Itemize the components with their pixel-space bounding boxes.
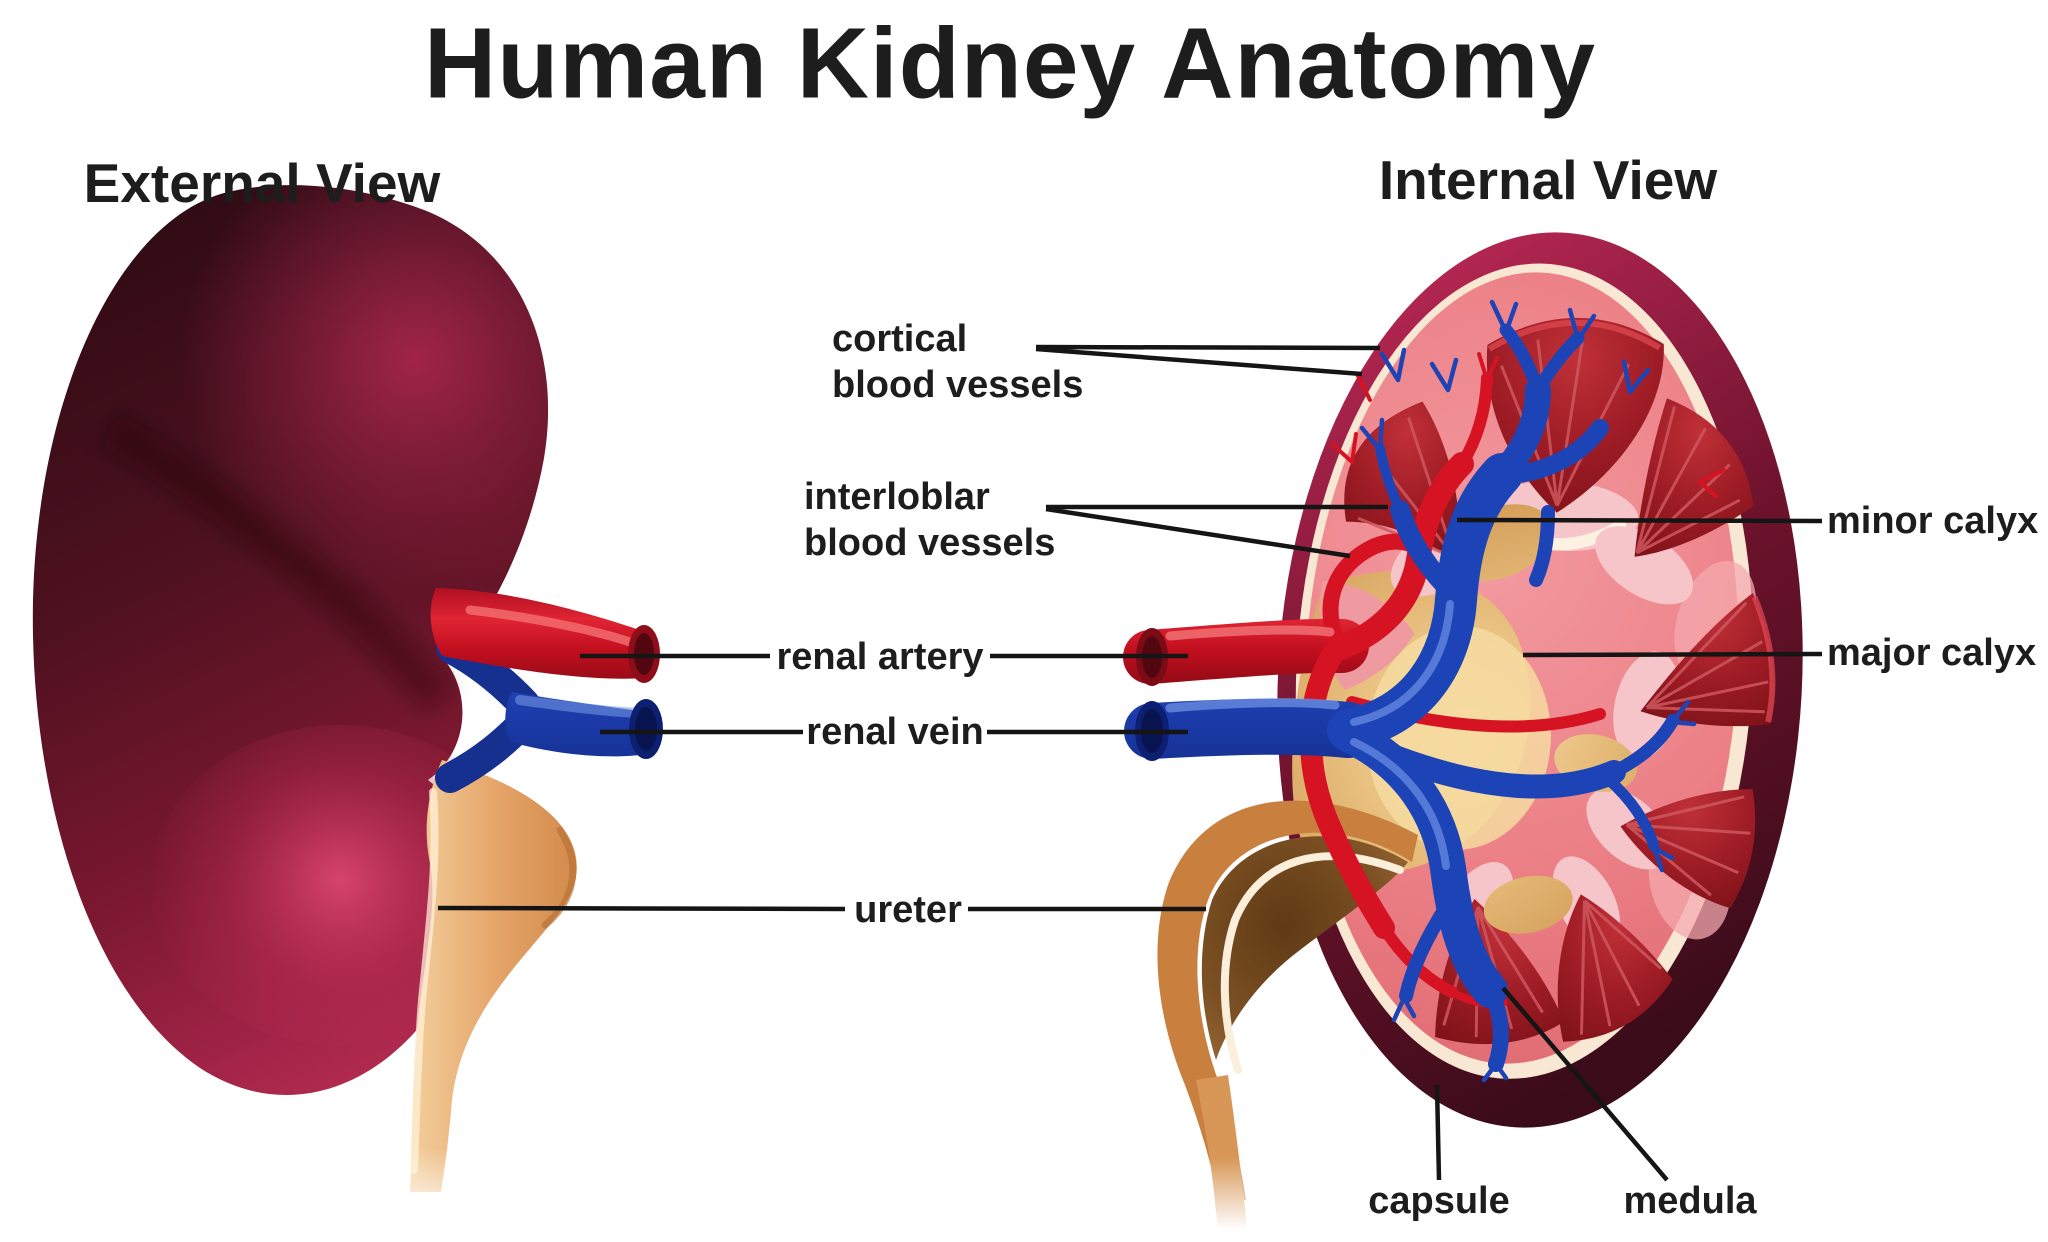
label-renal-vein: renal vein — [806, 711, 984, 753]
label-cortical-blood-vessels: cortical blood vessels — [832, 316, 1083, 408]
label-capsule: capsule — [1368, 1180, 1510, 1222]
leader-cortical-1 — [1035, 344, 1381, 351]
label-cortical-line2: blood vessels — [832, 364, 1084, 406]
leader-minor-calyx — [1456, 517, 1823, 524]
label-ureter: ureter — [854, 889, 962, 931]
label-interloblar-line1: interloblar — [804, 476, 990, 518]
label-medula: medula — [1623, 1180, 1757, 1222]
external-view-heading: External View — [83, 152, 441, 214]
label-interloblar-line2: blood vessels — [804, 522, 1056, 564]
label-minor-calyx: minor calyx — [1827, 500, 2039, 542]
label-renal-artery: renal artery — [776, 636, 984, 678]
leader-cortical-2 — [1035, 346, 1363, 377]
external-ureter — [410, 760, 577, 1192]
page-title: Human Kidney Anatomy — [423, 7, 1597, 120]
leader-ureter-left — [437, 905, 846, 912]
leader-interloblar-2 — [1045, 506, 1351, 559]
leader-medula — [1501, 986, 1669, 1182]
label-major-calyx: major calyx — [1827, 632, 2037, 674]
label-interloblar-blood-vessels: interloblar blood vessels — [804, 474, 1055, 566]
leader-lines — [437, 344, 1823, 1182]
leader-major-calyx — [1522, 651, 1823, 658]
external-kidney-illustration — [32, 185, 663, 1242]
internal-view-heading: Internal View — [1378, 149, 1718, 211]
internal-kidney-illustration — [1277, 232, 1803, 1128]
label-cortical-line1: cortical — [832, 318, 968, 360]
internal-vein-tree — [1124, 299, 1697, 1083]
leader-capsule — [1434, 1084, 1442, 1181]
